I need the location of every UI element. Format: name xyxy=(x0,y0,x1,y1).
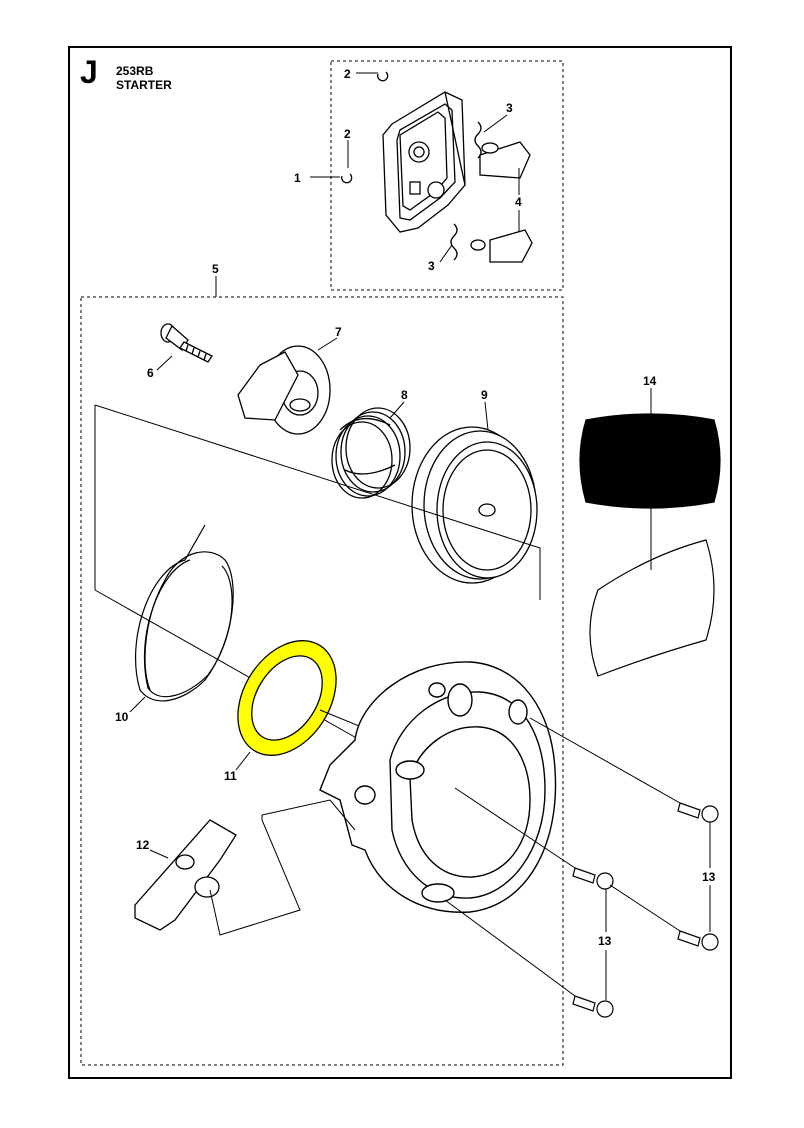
callout-2-left: 2 xyxy=(344,127,351,141)
center-screw-part xyxy=(160,323,213,363)
callout-6: 6 xyxy=(147,366,154,380)
pawl-spring-upper xyxy=(474,121,482,159)
callout-12: 12 xyxy=(136,838,150,852)
recoil-spring-coil xyxy=(331,407,411,499)
pawl-lower xyxy=(470,229,533,263)
model-label: 253RB xyxy=(116,64,154,78)
pawl-subassembly-box xyxy=(330,60,564,291)
starter-rope-part xyxy=(135,524,234,702)
callout-9: 9 xyxy=(481,388,488,402)
callout-14: 14 xyxy=(643,374,657,388)
callout-8: 8 xyxy=(401,388,408,402)
callout-3-bottom: 3 xyxy=(428,259,435,273)
housing-screw-2 xyxy=(572,867,614,890)
callout-7: 7 xyxy=(335,325,342,339)
rope-pulley-part xyxy=(411,426,538,584)
starter-housing xyxy=(319,661,557,913)
page-title: 253RB STARTER xyxy=(116,64,172,92)
callout-4: 4 xyxy=(515,195,522,209)
warning-decal-part xyxy=(579,413,721,677)
callout-13-left: 13 xyxy=(598,934,612,948)
callout-13-right: 13 xyxy=(702,870,716,884)
pulley-carrier-part xyxy=(382,91,466,233)
circlip-left xyxy=(341,173,353,184)
parts-frame xyxy=(68,46,732,1079)
housing-screw-1 xyxy=(677,802,719,823)
pawl-spring-lower xyxy=(450,223,458,261)
section-letter: J xyxy=(80,54,98,90)
callout-2-top: 2 xyxy=(344,67,351,81)
pawl-upper xyxy=(479,141,531,179)
circlip-top xyxy=(377,71,389,82)
starter-handle-part xyxy=(134,819,237,931)
housing-screw-4 xyxy=(572,995,614,1018)
assembly-label: STARTER xyxy=(116,78,172,92)
leader-lines xyxy=(129,72,711,1000)
starter-subassembly-box xyxy=(80,296,564,1066)
callout-11: 11 xyxy=(224,769,237,783)
callout-10: 10 xyxy=(115,710,129,724)
callout-1: 1 xyxy=(294,171,301,185)
callout-5: 5 xyxy=(212,262,219,276)
bushing-part xyxy=(237,345,331,435)
callout-3-top: 3 xyxy=(506,101,513,115)
housing-screw-3 xyxy=(677,930,719,951)
washer-highlighted xyxy=(237,640,337,756)
